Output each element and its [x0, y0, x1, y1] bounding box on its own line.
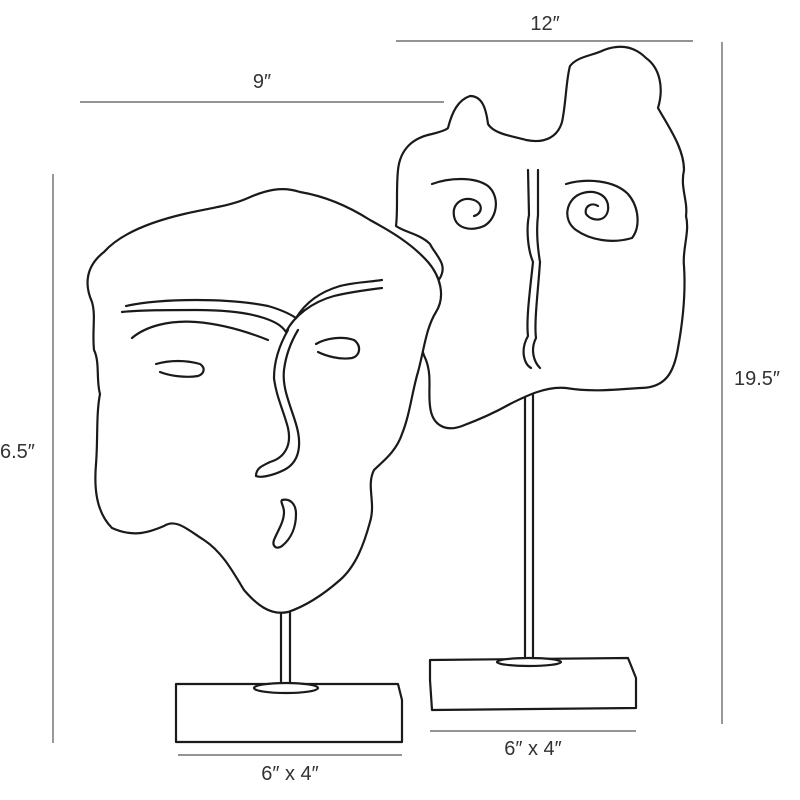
left-width-label: 9″ [253, 71, 271, 93]
right-base-plate [495, 656, 563, 668]
left-sculpture [86, 188, 443, 744]
right-face-left-eye [430, 177, 497, 230]
dimension-labels: 12″ 9″ 19.5″ 6.5″ 6″ x 4″ 6″ x 4″ [0, 13, 780, 785]
left-face-nose [254, 328, 301, 478]
left-face-right-eye [314, 336, 361, 360]
right-face-nose-edge [531, 168, 542, 370]
left-height-label: 6.5″ [0, 441, 35, 463]
right-base-block [428, 656, 638, 712]
right-face-right-eye [564, 179, 639, 242]
right-sculpture [394, 45, 689, 712]
left-face-brow-arch [130, 320, 270, 342]
left-face-mouth [272, 498, 298, 549]
left-face-brow-edge [120, 286, 384, 334]
left-face-brow [124, 278, 384, 320]
left-base-block [174, 682, 404, 744]
right-height-label: 19.5″ [734, 368, 780, 390]
right-width-label: 12″ [530, 13, 559, 35]
right-base-label: 6″ x 4″ [504, 738, 562, 760]
right-face-panel [394, 45, 689, 430]
dimension-lines [52, 40, 723, 756]
left-face-panel [86, 188, 443, 614]
left-base-label: 6″ x 4″ [261, 763, 319, 785]
left-base-plate [252, 681, 320, 695]
right-face-nose [522, 168, 535, 370]
left-face-left-eye [154, 359, 205, 378]
